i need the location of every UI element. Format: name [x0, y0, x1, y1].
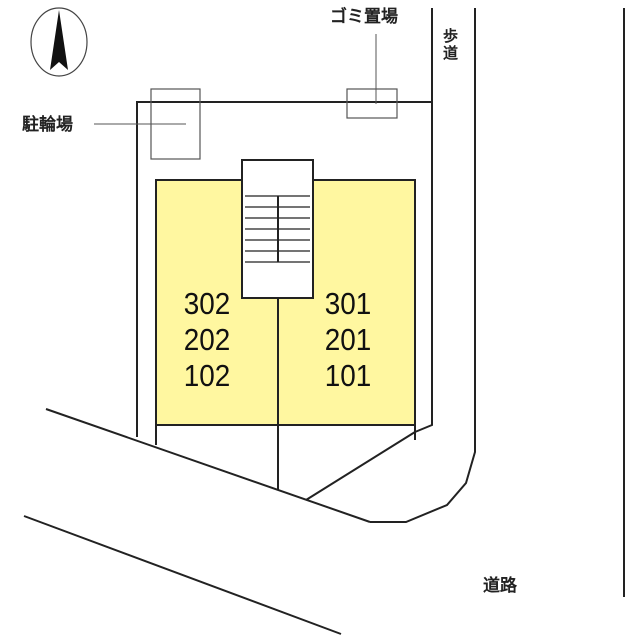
unit-number: 102: [183, 358, 231, 393]
lot-boundary: [136, 101, 432, 437]
unit-number: 302: [183, 286, 231, 321]
garbage-label: ゴミ置場: [330, 7, 398, 27]
unit-number: 101: [324, 358, 372, 393]
unit-number: 202: [183, 322, 231, 357]
unit-number: 301: [324, 286, 372, 321]
road-edge: [45, 408, 371, 523]
unit-column-right: 301 201 101: [312, 286, 384, 394]
sidewalk-edge: [370, 8, 476, 523]
road-label: 道路: [483, 576, 517, 596]
garbage-area: [346, 88, 398, 119]
bicycle-parking-label: 駐輪場: [22, 115, 73, 135]
unit-column-left: 302 202 102: [171, 286, 243, 394]
sidewalk-label: 歩道: [441, 28, 459, 62]
unit-number: 201: [324, 322, 372, 357]
north-arrow-icon: [30, 7, 88, 77]
